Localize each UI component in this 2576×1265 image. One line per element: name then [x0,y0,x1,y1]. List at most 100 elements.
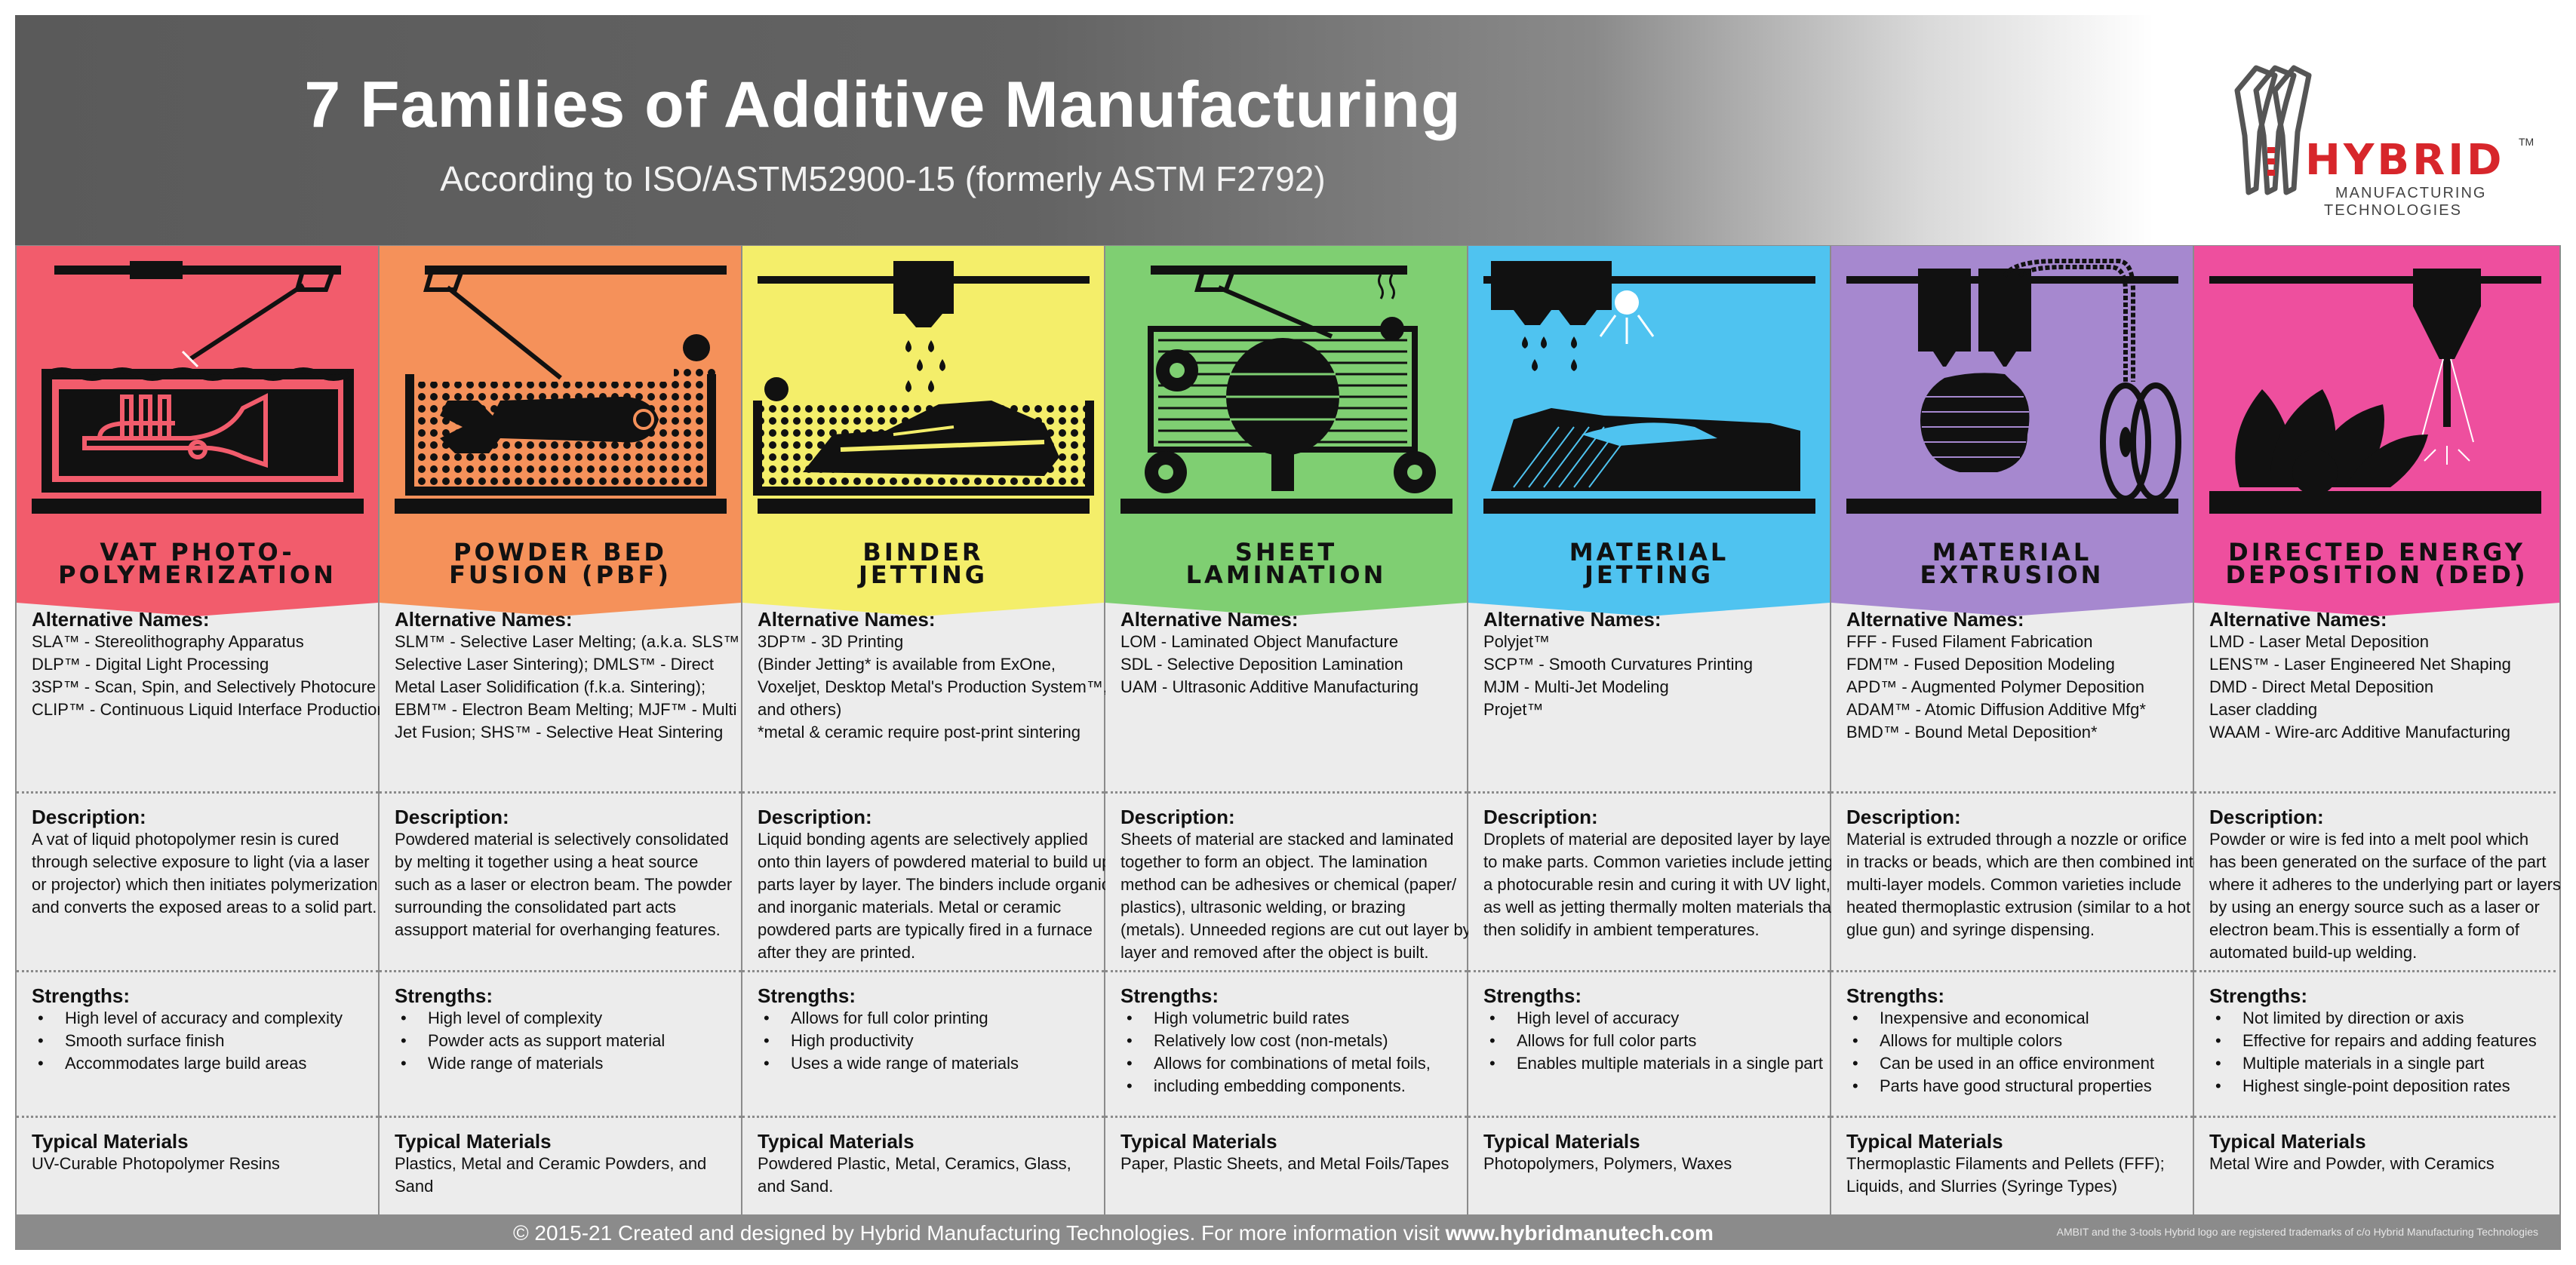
alt-name-line: SCP™ - Smooth Curvatures Printing [1483,655,1754,674]
family-name-line1: MATERIAL [1569,538,1729,566]
alt-name-line: DLP™ - Digital Light Processing [32,655,269,674]
alt-name-line: WAAM - Wire-arc Additive Manufacturing [2209,723,2510,741]
family-name-line1: DIRECTED ENERGY [2228,538,2525,566]
alt-names-heading: Alternative Names: [1483,608,1661,631]
description-line: layer and removed after the object is bu… [1120,943,1429,962]
description-heading: Description: [1120,806,1235,828]
strength-item: Uses a wide range of materials [758,1052,1093,1075]
alt-name-line: CLIP™ - Continuous Liquid Interface Prod… [32,700,386,719]
family-name-extrusion: MATERIAL EXTRUSION [1831,538,2193,587]
description-line: in tracks or beads, which are then combi… [1846,852,2203,871]
strengths-section: Strengths: High level of complexity Powd… [380,970,741,1075]
family-name-binder: BINDER JETTING [742,540,1104,589]
footer-credit: © 2015-21 Created and designed by Hybrid… [513,1221,1714,1245]
description-line: heated thermoplastic extrusion (similar … [1846,898,2191,917]
strength-item: Relatively low cost (non-metals) [1120,1030,1456,1052]
strengths-section: Strengths: High volumetric build rates R… [1105,970,1467,1098]
description-section: Description: Sheets of material are stac… [1105,791,1471,962]
chevron-divider-icon [17,595,378,616]
alt-name-line: FFF - Fused Filament Fabrication [1846,632,2093,651]
strengths-heading: Strengths: [32,984,130,1007]
alt-name-line: Selective Laser Sintering); DMLS™ - Dire… [395,655,715,674]
description-section: Description: Powder or wire is fed into … [2194,791,2561,962]
description-line: Material is extruded through a nozzle or… [1846,830,2187,849]
pbf-illustration [380,246,741,535]
family-band-material-jetting [1468,535,1830,595]
family-column-vat: VAT PHOTO- POLYMERIZATION Alternative Na… [17,246,386,1214]
page-title: 7 Families of Additive Manufacturing [304,69,1462,141]
alt-name-line: Metal Laser Solidification (f.k.a. Sinte… [395,677,706,696]
family-column-sheet: SHEET LAMINATION Alternative Names: LOM … [1105,246,1471,1214]
strength-item: Enables multiple materials in a single p… [1483,1052,1823,1075]
family-name-pbf: POWDER BED FUSION (PBF) [380,540,741,589]
strengths-heading: Strengths: [1483,984,1582,1007]
strengths-heading: Strengths: [1846,984,1944,1007]
binder-illustration [742,246,1104,535]
materials-heading: Typical Materials [2209,1130,2366,1153]
strength-item: Allows for multiple colors [1846,1030,2182,1052]
footer-link[interactable]: www.hybridmanutech.com [1445,1221,1714,1245]
logo-word: HYBRID [2305,136,2505,185]
material-extrusion-vase-icon [1846,259,2181,514]
family-name-line2: JETTING [858,560,988,589]
description-line: a photocurable resin and curing it with … [1483,875,1831,894]
family-name-line2: JETTING [1584,560,1714,589]
family-column-material-jetting: MATERIAL JETTING Alternative Names: Poly… [1468,246,1836,1214]
family-name-line1: MATERIAL [1932,538,2092,566]
strength-item: High productivity [758,1030,1093,1052]
chevron-divider-icon [742,595,1104,616]
strengths-heading: Strengths: [758,984,856,1007]
ded-illustration [2194,246,2559,535]
alt-name-line: 3DP™ - 3D Printing [758,632,904,651]
powder-bed-wrench-icon [395,266,727,514]
description-line: such as a laser or electron beam. The po… [395,875,733,894]
description-line: to make parts. Common varieties include … [1483,852,1834,871]
logo-subtitle-2: TECHNOLOGIES [2324,202,2462,219]
family-name-line2: FUSION (PBF) [449,560,672,589]
description-line: plastics), ultrasonic welding, or brazin… [1120,898,1406,917]
alt-names-heading: Alternative Names: [395,608,573,631]
description-line: and converts the exposed areas to a soli… [32,898,377,917]
description-line: automated build-up welding. [2209,943,2418,962]
strengths-section: Strengths: High level of accuracy Allows… [1468,970,1830,1075]
strength-item: Not limited by direction or axis [2209,1007,2545,1030]
description-line: Droplets of material are deposited layer… [1483,830,1837,849]
materials-heading: Typical Materials [758,1130,915,1153]
description-line: multi-layer models. Common varieties inc… [1846,875,2181,894]
description-section: Description: Droplets of material are de… [1468,791,1836,939]
description-line: by melting it together using a heat sour… [395,852,699,871]
description-heading: Description: [758,806,872,828]
alt-names-heading: Alternative Names: [1846,608,2024,631]
description-line: electron beam.This is essentially a form… [2209,920,2519,939]
alt-name-line: ADAM™ - Atomic Diffusion Additive Mfg* [1846,700,2146,719]
strength-item: Allows for combinations of metal foils, [1120,1052,1456,1075]
family-column-ded: DIRECTED ENERGY DEPOSITION (DED) Alterna… [2194,246,2561,1214]
strength-item: High level of accuracy and complexity [32,1007,367,1030]
footer: © 2015-21 Created and designed by Hybrid… [15,1215,2561,1250]
alt-name-line: SLA™ - Stereolithography Apparatus [32,632,304,651]
alt-names-heading: Alternative Names: [32,608,210,631]
strength-item: Highest single-point deposition rates [2209,1075,2545,1098]
materials-heading: Typical Materials [1120,1130,1277,1153]
description-line: onto thin layers of powdered material to… [758,852,1111,871]
alt-names-heading: Alternative Names: [2209,608,2387,631]
family-column-extrusion: MATERIAL EXTRUSION Alternative Names: FF… [1831,246,2203,1214]
materials-line: Thermoplastic Filaments and Pellets (FFF… [1846,1154,2165,1173]
strengths-heading: Strengths: [2209,984,2307,1007]
vat-trumpet-icon [32,261,364,514]
strengths-heading: Strengths: [395,984,493,1007]
materials-line: Powdered Plastic, Metal, Ceramics, Glass… [758,1154,1071,1173]
materials-section: Typical Materials Metal Wire and Powder,… [2194,1116,2556,1173]
strength-item: Parts have good structural properties [1846,1075,2182,1098]
description-line: powdered parts are typically fired in a … [758,920,1093,939]
description-line: where it adheres to the underlying part … [2209,875,2561,894]
description-line: or projector) which then initiates polym… [32,875,378,894]
description-line: after they are printed. [758,943,916,962]
materials-heading: Typical Materials [32,1130,189,1153]
strength-item: High volumetric build rates [1120,1007,1456,1030]
family-name-vat: VAT PHOTO- POLYMERIZATION [17,540,378,587]
strength-item: High level of complexity [395,1007,730,1030]
strength-item: Smooth surface finish [32,1030,367,1052]
alt-name-line: Projet™ [1483,700,1544,719]
materials-section: Typical Materials Powdered Plastic, Meta… [742,1116,1104,1196]
